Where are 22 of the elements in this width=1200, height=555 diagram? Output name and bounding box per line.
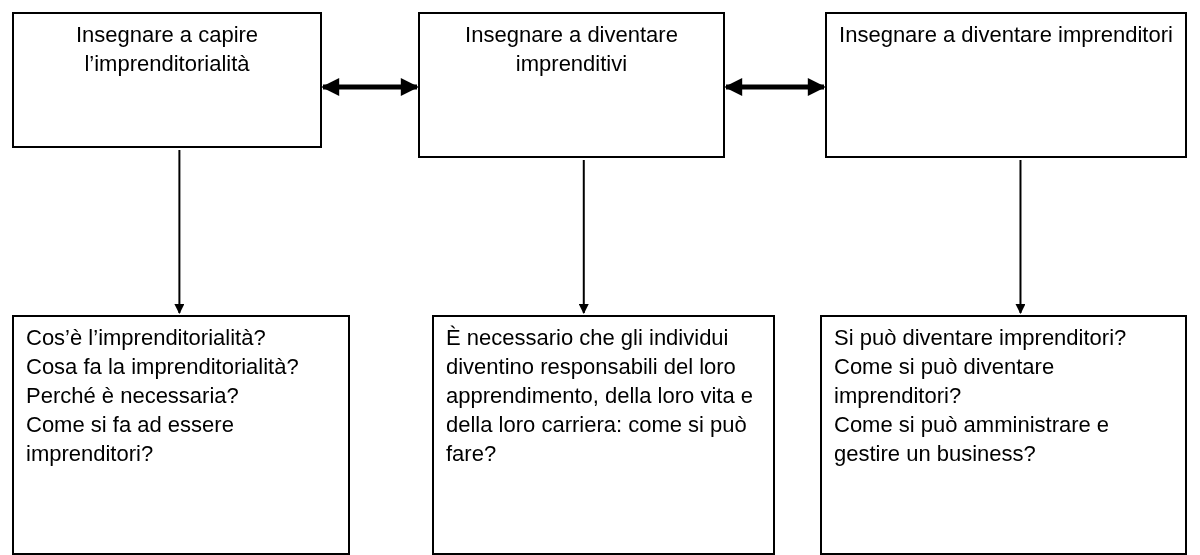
topic-box: [418, 12, 725, 158]
arrow: [578, 159, 589, 314]
question-text: Cosa fa la imprenditorialità?: [26, 353, 300, 381]
topic-text: Insegnare a diventare imprenditivi: [464, 21, 679, 78]
question-box: [432, 315, 775, 555]
arrow: [174, 149, 185, 314]
arrow: [724, 78, 826, 96]
question-text: Come si fa ad essere imprenditori?: [26, 411, 235, 468]
topic-text: Insegnare a capire l’imprenditorialità: [74, 21, 260, 78]
topic-box: [12, 12, 322, 148]
arrow: [321, 78, 419, 96]
question-text: Si può diventare imprenditori?: [834, 324, 1128, 352]
arrow: [1015, 159, 1026, 314]
question-text: Perché è necessaria?: [26, 382, 240, 410]
question-text: Cos’è l’imprenditorialità?: [26, 324, 267, 352]
topic-text: Insegnare a diventare imprenditori: [838, 21, 1174, 49]
question-text: Come si può amministrare e gestire un business?: [834, 411, 1111, 468]
question-text: È necessario che gli individui diventino responsabili del loro apprendimento, della loro vita e della loro carriera: come si può fare?: [446, 324, 754, 468]
question-box: [820, 315, 1187, 555]
question-box: [12, 315, 350, 555]
question-text: Come si può diventare imprenditori?: [834, 353, 1056, 410]
topic-box: [825, 12, 1187, 158]
